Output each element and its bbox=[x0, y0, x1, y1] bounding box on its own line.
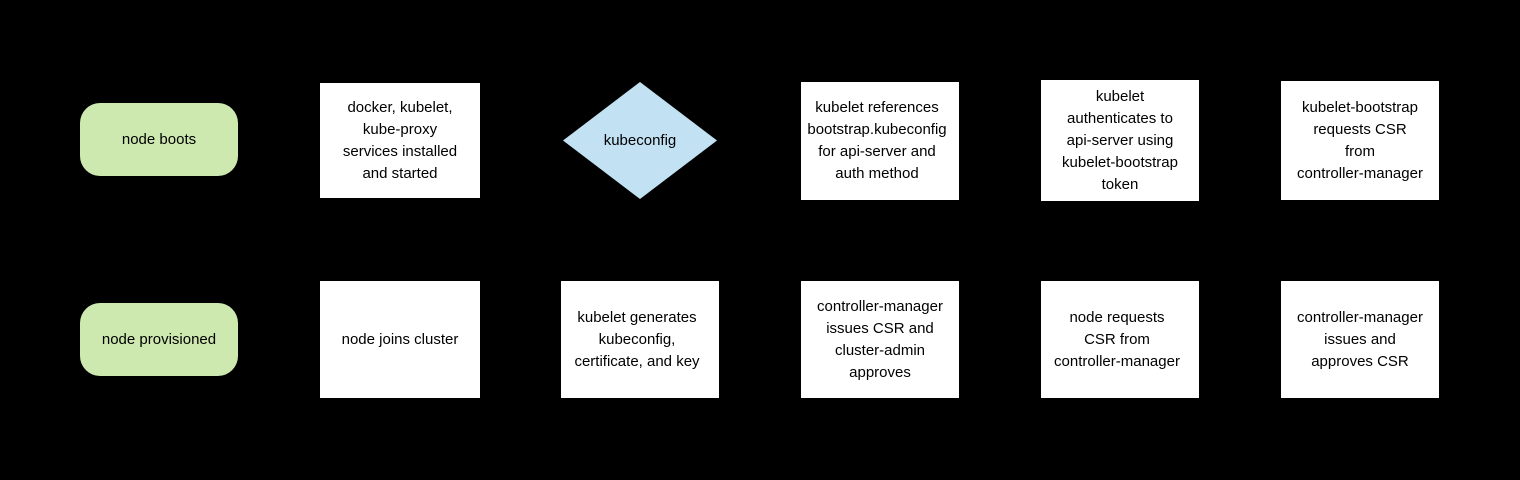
node-kubeconfig-decision[interactable]: kubeconfig bbox=[563, 82, 717, 199]
node-label: kubelet references bootstrap.kubeconfig … bbox=[807, 99, 947, 182]
node-node-provisioned[interactable]: node provisioned bbox=[80, 303, 238, 376]
node-label: kubeconfig bbox=[603, 131, 677, 149]
node-label: node requests CSR from controller-manage… bbox=[1054, 308, 1180, 370]
node-label: node boots bbox=[121, 130, 197, 148]
node-label: node provisioned bbox=[101, 330, 217, 348]
node-kubelet-authenticates[interactable]: kubelet authenticates to api-server usin… bbox=[1041, 80, 1199, 201]
node-label: kubelet generates kubeconfig, certificat… bbox=[574, 308, 700, 370]
node-label: docker, kubelet, kube-proxy services ins… bbox=[342, 98, 458, 182]
node-controller-manager-approves[interactable]: controller-manager issues and approves C… bbox=[1281, 281, 1439, 398]
node-label: controller-manager issues CSR and cluste… bbox=[817, 297, 943, 381]
node-label: node joins cluster bbox=[341, 330, 459, 348]
node-kubelet-references-bootstrap[interactable]: kubelet references bootstrap.kubeconfig … bbox=[801, 82, 959, 200]
node-label: kubelet authenticates to api-server usin… bbox=[1062, 87, 1178, 193]
node-label: kubelet-bootstrap requests CSR from cont… bbox=[1297, 98, 1423, 182]
node-kubelet-generates[interactable]: kubelet generates kubeconfig, certificat… bbox=[561, 281, 719, 398]
node-controller-manager-issues-csr[interactable]: controller-manager issues CSR and cluste… bbox=[801, 281, 959, 398]
node-services-installed[interactable]: docker, kubelet, kube-proxy services ins… bbox=[320, 83, 480, 198]
node-kubelet-bootstrap-requests-csr[interactable]: kubelet-bootstrap requests CSR from cont… bbox=[1281, 81, 1439, 200]
node-node-boots[interactable]: node boots bbox=[80, 103, 238, 176]
node-label: controller-manager issues and approves C… bbox=[1297, 308, 1423, 370]
node-node-requests-csr[interactable]: node requests CSR from controller-manage… bbox=[1041, 281, 1199, 398]
node-node-joins-cluster[interactable]: node joins cluster bbox=[320, 281, 480, 398]
